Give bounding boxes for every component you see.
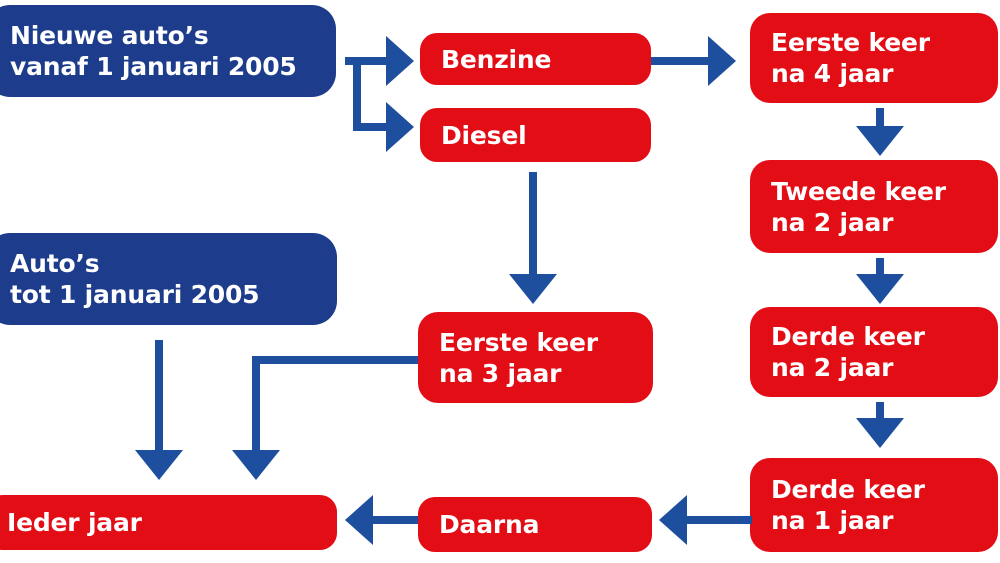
node-eerste-keer-na-3-jaar-label: Eerste keer na 3 jaar xyxy=(439,327,598,388)
node-derde-keer-na-2-jaar: Derde keer na 2 jaar xyxy=(750,307,998,397)
node-tweede-keer-na-2-jaar: Tweede keer na 2 jaar xyxy=(750,160,998,253)
node-diesel-label: Diesel xyxy=(441,120,527,150)
arrowhead-down-icon xyxy=(856,274,904,304)
node-derde-keer-na-1-jaar: Derde keer na 1 jaar xyxy=(750,458,998,552)
branch-stem-vertical xyxy=(353,57,361,131)
arrow-stem xyxy=(876,402,884,420)
arrowhead-to-benzine-icon xyxy=(386,36,414,86)
arrowhead-down-icon xyxy=(509,274,557,304)
node-derde-keer-na-2-jaar-label: Derde keer na 2 jaar xyxy=(771,322,925,382)
node-nieuwe-autos: Nieuwe auto’s vanaf 1 januari 2005 xyxy=(0,5,336,97)
arrow-stem xyxy=(876,108,884,128)
node-benzine: Benzine xyxy=(420,33,651,85)
node-autos-tot-label: Auto’s tot 1 januari 2005 xyxy=(10,249,260,309)
arrowhead-to-diesel-icon xyxy=(386,102,414,152)
arrowhead-left-icon xyxy=(659,495,687,545)
node-daarna-label: Daarna xyxy=(439,510,540,539)
node-tweede-keer-na-2-jaar-label: Tweede keer na 2 jaar xyxy=(771,176,946,237)
node-daarna: Daarna xyxy=(418,497,652,552)
arrow-stem xyxy=(155,340,163,452)
node-derde-keer-na-1-jaar-label: Derde keer na 1 jaar xyxy=(771,475,925,535)
branch-stem-top xyxy=(345,57,387,65)
node-eerste-keer-na-3-jaar: Eerste keer na 3 jaar xyxy=(418,312,653,403)
node-eerste-keer-na-4-jaar-label: Eerste keer na 4 jaar xyxy=(771,28,930,88)
arrow-stem xyxy=(686,516,752,524)
arrowhead-down-icon xyxy=(135,450,183,480)
arrowhead-down-icon xyxy=(856,126,904,156)
node-benzine-label: Benzine xyxy=(441,44,552,74)
node-eerste-keer-na-4-jaar: Eerste keer na 4 jaar xyxy=(750,13,998,103)
node-ieder-jaar-label: Ieder jaar xyxy=(7,508,142,537)
node-autos-tot: Auto’s tot 1 januari 2005 xyxy=(0,233,337,325)
arrowhead-down-icon xyxy=(856,418,904,448)
arrow-stem-vertical xyxy=(252,356,260,452)
arrow-stem xyxy=(372,516,418,524)
arrowhead-down-icon xyxy=(232,450,280,480)
arrowhead-right-icon xyxy=(708,36,736,86)
arrow-stem xyxy=(651,57,709,65)
arrowhead-left-icon xyxy=(345,495,373,545)
arrow-stem xyxy=(529,172,537,276)
arrow-stem xyxy=(876,258,884,276)
node-ieder-jaar: Ieder jaar xyxy=(0,495,337,550)
branch-stem-bottom xyxy=(353,123,387,131)
node-diesel: Diesel xyxy=(420,108,651,162)
node-nieuwe-autos-label: Nieuwe auto’s vanaf 1 januari 2005 xyxy=(10,21,297,81)
arrow-stem-horizontal xyxy=(252,356,418,364)
